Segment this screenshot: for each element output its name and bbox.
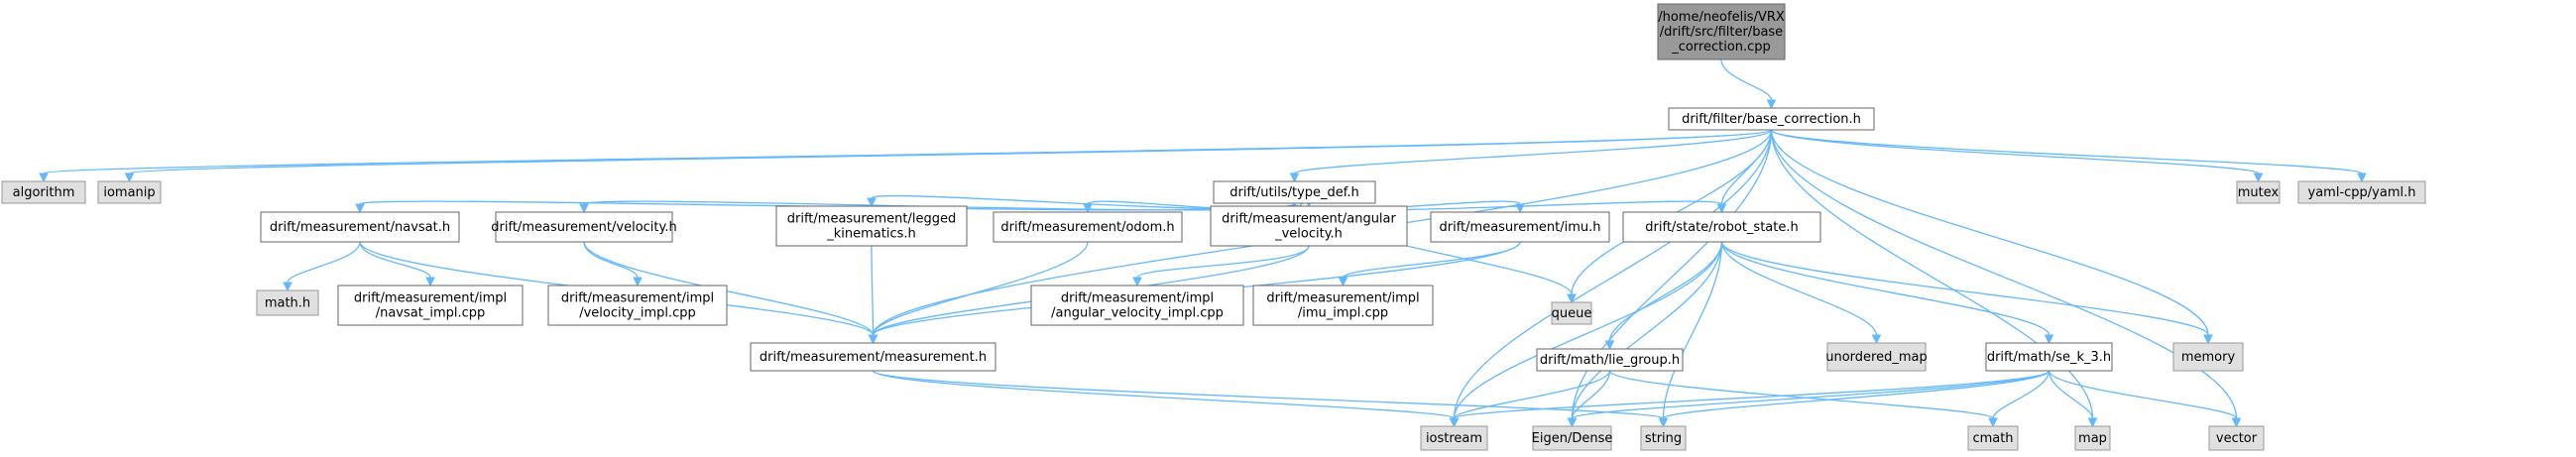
- node-label: drift/measurement/velocity.h: [491, 220, 676, 235]
- node-label: drift/math/se_k_3.h: [1987, 350, 2111, 365]
- node-algorithm: algorithm: [1, 180, 86, 204]
- node-yaml: yaml-cpp/yaml.h: [2297, 180, 2426, 204]
- node-label: /home/neofelis/VRX: [1658, 10, 1785, 25]
- edge-base_correction_h-to-yaml: [1770, 129, 2367, 183]
- node-label: drift/measurement/legged: [787, 212, 956, 227]
- edge-measurement_h-to-string: [872, 370, 1669, 428]
- edge-measurement_h-to-iostream: [872, 370, 1460, 428]
- edge-se_k_3_h-to-iostream: [1449, 370, 2050, 428]
- node-vector: vector: [2208, 425, 2265, 451]
- edge-se_k_3_h-to-string: [1658, 370, 2050, 428]
- node-label: drift/measurement/navsat.h: [270, 220, 450, 235]
- node-label: map: [2078, 431, 2107, 446]
- node-velocity-h[interactable]: drift/measurement/velocity.h: [491, 211, 677, 243]
- edge-lie_group_h-to-iostream: [1449, 370, 1611, 428]
- node-root: /home/neofelis/VRX/drift/src/filter/base…: [1657, 3, 1786, 60]
- node-label: drift/filter/base_correction.h: [1682, 112, 1861, 127]
- node-angular-impl[interactable]: drift/measurement/impl/angular_velocity_…: [1030, 285, 1244, 326]
- node-label: drift/measurement/imu.h: [1440, 220, 1601, 235]
- node-navsat-impl[interactable]: drift/measurement/impl/navsat_impl.cpp: [337, 285, 524, 326]
- node-measurement-h[interactable]: drift/measurement/measurement.h: [750, 342, 996, 372]
- edge-velocity_h-to-velocity_impl: [583, 241, 643, 287]
- edge-navsat_h-to-navsat_impl: [359, 241, 435, 287]
- node-queue: queue: [1551, 301, 1592, 325]
- node-unordered-map: unordered_map: [1825, 342, 1928, 372]
- node-label: mutex: [2238, 185, 2280, 200]
- edge-base_correction_h-to-mutex: [1770, 129, 2264, 183]
- edge-se_k_3_h-to-map: [2048, 370, 2098, 428]
- node-label: _velocity.h: [1274, 227, 1343, 242]
- node-mutex: mutex: [2236, 180, 2281, 204]
- edge-base_correction_h-to-iostream: [1449, 129, 1773, 428]
- node-type-def-h[interactable]: drift/utils/type_def.h: [1213, 180, 1376, 204]
- node-label: drift/measurement/measurement.h: [760, 350, 987, 365]
- node-imu-impl[interactable]: drift/measurement/impl/imu_impl.cpp: [1252, 285, 1434, 326]
- edge-base_correction_h-to-iomanip: [124, 129, 1773, 183]
- edge-root-to-base_correction_h: [1720, 58, 1777, 110]
- node-velocity-impl[interactable]: drift/measurement/impl/velocity_impl.cpp: [547, 285, 728, 326]
- node-odom-h[interactable]: drift/measurement/odom.h: [993, 211, 1183, 243]
- node-label: yaml-cpp/yaml.h: [2308, 185, 2416, 200]
- edge-se_k_3_h-to-eigen: [1567, 370, 2050, 428]
- node-label: cmath: [1972, 431, 2013, 446]
- node-label: /imu_impl.cpp: [1298, 306, 1388, 321]
- node-label: memory: [2181, 350, 2236, 365]
- node-label: drift/math/lie_group.h: [1540, 353, 1680, 368]
- node-iostream: iostream: [1420, 425, 1488, 451]
- node-label: vector: [2216, 431, 2258, 446]
- node-label: drift/measurement/impl: [1061, 291, 1214, 306]
- node-label: drift/utils/type_def.h: [1229, 185, 1359, 200]
- node-label: drift/measurement/impl: [1266, 291, 1419, 306]
- node-label: drift/state/robot_state.h: [1645, 220, 1798, 235]
- node-label: algorithm: [13, 185, 75, 200]
- node-label: _kinematics.h: [826, 227, 916, 242]
- edge-angular_h-to-angular_impl: [1132, 245, 1310, 287]
- node-label: /navsat_impl.cpp: [376, 306, 486, 321]
- edge-robot_state_h-to-lie_group_h: [1604, 241, 1723, 351]
- node-label: /velocity_impl.cpp: [579, 306, 696, 321]
- node-memory: memory: [2172, 342, 2244, 372]
- edge-base_correction_h-to-type_def_h: [1289, 129, 1773, 183]
- edge-robot_state_h-to-unordered_map: [1720, 241, 1882, 345]
- node-label: /drift/src/filter/base: [1660, 25, 1783, 40]
- node-label: drift/measurement/impl: [354, 291, 507, 306]
- node-math-h: math.h: [256, 289, 319, 316]
- node-label: unordered_map: [1825, 350, 1928, 365]
- node-label: string: [1645, 431, 1682, 446]
- node-label: queue: [1552, 306, 1592, 321]
- edge-se_k_3_h-to-vector: [2048, 370, 2242, 428]
- node-cmath: cmath: [1967, 425, 2019, 451]
- edge-imu_h-to-imu_impl: [1338, 241, 1521, 287]
- node-iomanip: iomanip: [97, 180, 162, 204]
- node-label: iostream: [1426, 431, 1482, 446]
- node-eigen: Eigen/Dense: [1532, 425, 1613, 451]
- node-string: string: [1640, 425, 1687, 451]
- nodes-layer: /home/neofelis/VRX/drift/src/filter/base…: [1, 3, 2426, 451]
- edge-robot_state_h-to-memory: [1720, 241, 2213, 345]
- node-label: drift/measurement/odom.h: [1000, 220, 1174, 235]
- node-label: _correction.cpp: [1671, 40, 1771, 55]
- node-label: drift/measurement/angular: [1222, 212, 1396, 227]
- node-label: math.h: [265, 296, 310, 311]
- node-label: drift/measurement/impl: [561, 291, 714, 306]
- node-imu-h[interactable]: drift/measurement/imu.h: [1430, 211, 1610, 243]
- edge-robot_state_h-to-eigen: [1567, 241, 1723, 428]
- node-label: iomanip: [103, 185, 155, 200]
- node-label: Eigen/Dense: [1532, 431, 1613, 446]
- node-angular-h[interactable]: drift/measurement/angular_velocity.h: [1210, 205, 1408, 247]
- node-robot-state-h[interactable]: drift/state/robot_state.h: [1622, 211, 1821, 243]
- node-lie-group-h[interactable]: drift/math/lie_group.h: [1536, 348, 1684, 372]
- node-label: /angular_velocity_impl.cpp: [1051, 306, 1224, 321]
- edge-robot_state_h-to-se_k_3_h: [1720, 241, 2054, 345]
- node-map: map: [2074, 425, 2111, 451]
- node-base-correction-h[interactable]: drift/filter/base_correction.h: [1668, 107, 1875, 131]
- node-navsat-h[interactable]: drift/measurement/navsat.h: [260, 211, 460, 243]
- node-se-k-3-h[interactable]: drift/math/se_k_3.h: [1985, 342, 2113, 372]
- edge-navsat_h-to-math_h: [283, 241, 361, 292]
- node-legged-h[interactable]: drift/measurement/legged_kinematics.h: [775, 205, 968, 247]
- edge-se_k_3_h-to-cmath: [1988, 370, 2050, 428]
